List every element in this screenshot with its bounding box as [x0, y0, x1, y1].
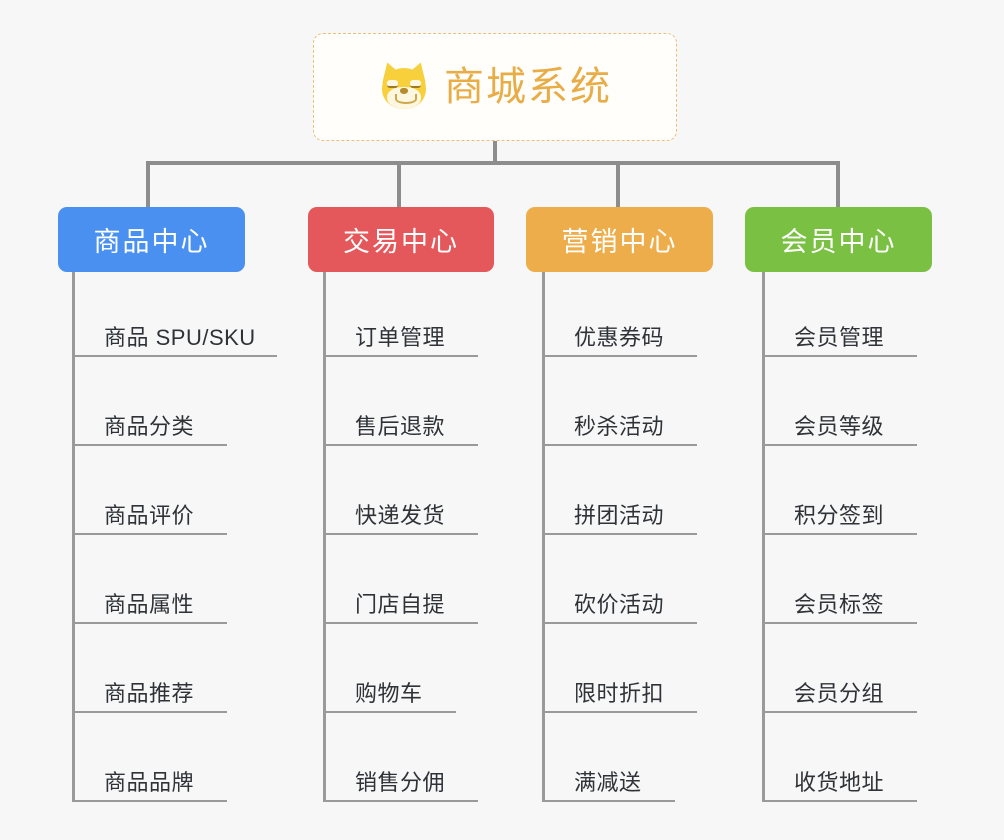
branch-spine-2 — [323, 272, 326, 800]
connector-drop-2 — [397, 161, 401, 208]
leaf-item[interactable]: 商品分类 — [72, 357, 227, 446]
leaf-item-label: 会员分组 — [794, 680, 885, 706]
category-label: 商品中心 — [93, 227, 210, 257]
branch-spine-1 — [72, 272, 75, 800]
leaf-item[interactable]: 收货地址 — [762, 713, 917, 802]
leaf-item[interactable]: 优惠券码 — [542, 268, 697, 357]
branch-spine-4 — [762, 272, 765, 800]
leaf-item[interactable]: 购物车 — [323, 624, 456, 713]
leaf-item-label: 会员管理 — [794, 324, 885, 350]
leaf-item-label: 售后退款 — [355, 413, 446, 439]
leaf-item-label: 商品分类 — [104, 413, 195, 439]
dog-nose — [400, 88, 408, 94]
leaf-item[interactable]: 订单管理 — [323, 268, 478, 357]
leaf-item-label: 商品 SPU/SKU — [104, 324, 256, 350]
connector-drop-4 — [836, 161, 840, 208]
leaf-item[interactable]: 会员管理 — [762, 268, 917, 357]
dog-face-icon — [376, 59, 432, 113]
leaf-item-label: 商品推荐 — [104, 680, 195, 706]
leaf-item[interactable]: 售后退款 — [323, 357, 478, 446]
leaf-item[interactable]: 商品 SPU/SKU — [72, 268, 277, 357]
leaf-item[interactable]: 商品推荐 — [72, 624, 227, 713]
leaf-item[interactable]: 秒杀活动 — [542, 357, 697, 446]
category-node-3[interactable]: 营销中心 — [526, 207, 713, 272]
leaf-item[interactable]: 会员标签 — [762, 535, 917, 624]
leaf-item[interactable]: 商品品牌 — [72, 713, 227, 802]
connector-root-stem — [493, 141, 497, 164]
leaf-item[interactable]: 门店自提 — [323, 535, 478, 624]
leaf-item-label: 拼团活动 — [574, 502, 665, 528]
leaf-item[interactable]: 商品评价 — [72, 446, 227, 535]
root-title: 商城系统 — [444, 65, 612, 109]
connector-drop-1 — [146, 161, 150, 208]
connector-drop-3 — [616, 161, 620, 208]
leaf-item-label: 快递发货 — [355, 502, 446, 528]
leaf-item-label: 优惠券码 — [574, 324, 665, 350]
leaf-item[interactable]: 会员等级 — [762, 357, 917, 446]
leaf-item-label: 购物车 — [355, 680, 423, 706]
leaf-item-label: 销售分佣 — [355, 769, 446, 795]
dog-eye-left — [387, 80, 398, 88]
leaf-item-label: 满减送 — [574, 769, 642, 795]
category-node-4[interactable]: 会员中心 — [745, 207, 932, 272]
leaf-item-label: 商品属性 — [104, 591, 195, 617]
branch-spine-3 — [542, 272, 545, 800]
category-label: 营销中心 — [561, 227, 678, 257]
leaf-item[interactable]: 砍价活动 — [542, 535, 697, 624]
leaf-item-label: 收货地址 — [794, 769, 885, 795]
leaf-item[interactable]: 拼团活动 — [542, 446, 697, 535]
root-node[interactable]: 商城系统 — [313, 33, 677, 141]
leaf-item[interactable]: 商品属性 — [72, 535, 227, 624]
leaf-item[interactable]: 满减送 — [542, 713, 675, 802]
leaf-item-label: 积分签到 — [794, 502, 885, 528]
category-node-2[interactable]: 交易中心 — [308, 207, 494, 272]
leaf-item-label: 秒杀活动 — [574, 413, 665, 439]
category-label: 会员中心 — [780, 227, 897, 257]
leaf-item[interactable]: 积分签到 — [762, 446, 917, 535]
leaf-item-label: 会员标签 — [794, 591, 885, 617]
leaf-item-label: 门店自提 — [355, 591, 446, 617]
connector-horizontal-bus — [149, 161, 840, 165]
leaf-item-label: 会员等级 — [794, 413, 885, 439]
leaf-item-label: 订单管理 — [355, 324, 446, 350]
leaf-item[interactable]: 限时折扣 — [542, 624, 697, 713]
leaf-item-label: 砍价活动 — [574, 591, 665, 617]
dog-mouth — [395, 94, 417, 104]
category-node-1[interactable]: 商品中心 — [58, 207, 245, 272]
leaf-item[interactable]: 会员分组 — [762, 624, 917, 713]
category-label: 交易中心 — [343, 227, 459, 257]
dog-eye-right — [410, 80, 421, 88]
leaf-item-label: 限时折扣 — [574, 680, 665, 706]
leaf-item[interactable]: 销售分佣 — [323, 713, 478, 802]
leaf-item[interactable]: 快递发货 — [323, 446, 478, 535]
leaf-item-label: 商品评价 — [104, 502, 195, 528]
leaf-item-label: 商品品牌 — [104, 769, 195, 795]
